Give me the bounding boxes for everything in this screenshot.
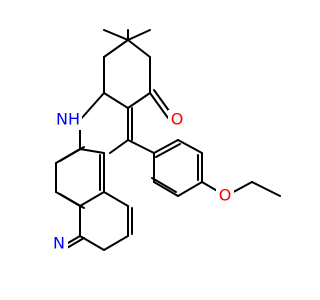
bond	[59, 146, 85, 162]
bond	[177, 181, 203, 197]
bond	[153, 181, 179, 197]
bond	[79, 235, 105, 251]
bond	[79, 191, 105, 207]
ether-oxygen-label: O	[219, 186, 232, 205]
bond	[103, 29, 129, 41]
bond	[251, 181, 281, 197]
bond	[153, 139, 179, 154]
bond	[109, 139, 129, 154]
nh-label-background	[54, 110, 82, 130]
nh-label: NH	[56, 110, 80, 129]
carbonyl-oxygen-label-background	[168, 110, 186, 130]
bond	[127, 39, 151, 58]
bond	[151, 177, 177, 193]
pyridine-nitrogen-label-background	[50, 234, 68, 254]
bond	[103, 191, 129, 207]
bond	[149, 92, 169, 119]
ether-oxygen-label-background	[216, 186, 234, 206]
structure-diagram: NH O N O	[50, 29, 281, 254]
bond	[79, 92, 105, 121]
bond-skeleton	[55, 29, 281, 253]
bond	[103, 39, 129, 58]
bond	[155, 143, 181, 158]
pyridine-nitrogen-label: N	[53, 234, 65, 253]
carbonyl-oxygen-label: O	[171, 110, 184, 129]
bond	[79, 148, 105, 154]
atom-labels: NH O N O	[50, 110, 234, 254]
bond	[127, 92, 151, 109]
bond	[177, 139, 203, 154]
bond	[127, 139, 155, 154]
bond	[103, 92, 129, 109]
bond	[127, 29, 151, 41]
bond	[103, 235, 129, 251]
